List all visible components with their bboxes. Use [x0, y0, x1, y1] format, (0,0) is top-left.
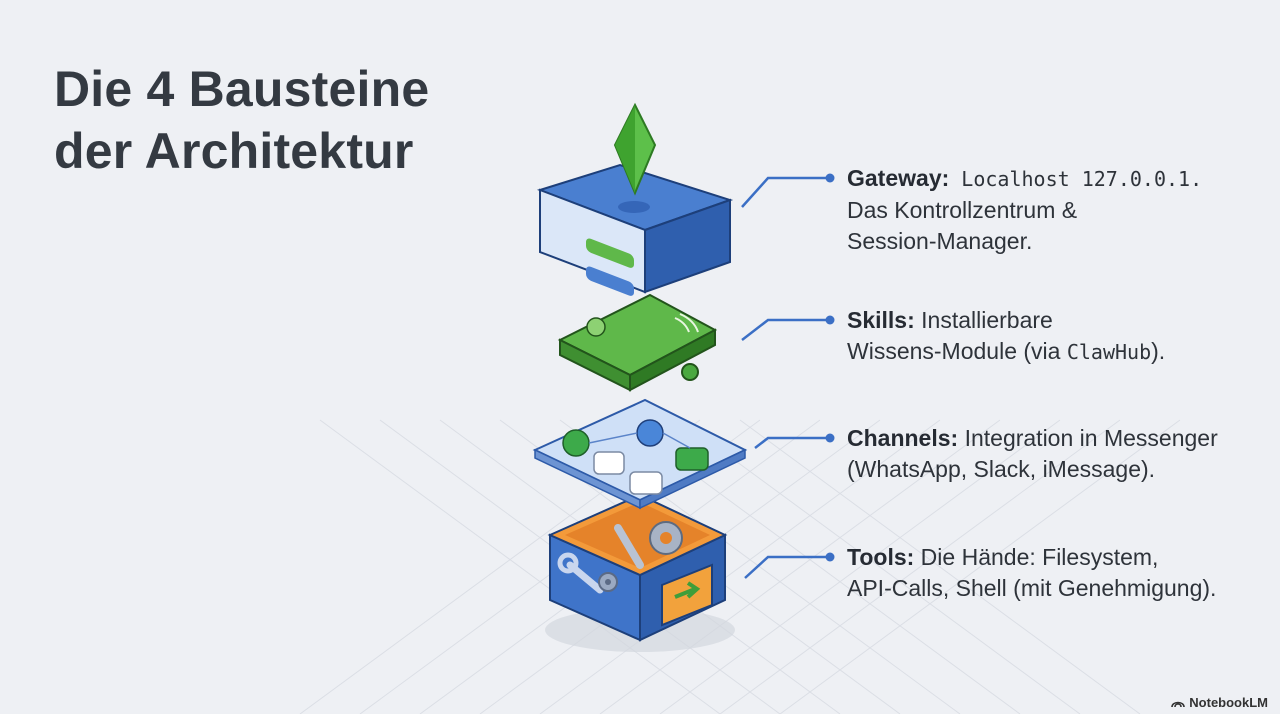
tools-desc-line-1: Die Hände: Filesystem,: [914, 544, 1159, 570]
title-line-2: der Architektur: [54, 123, 414, 179]
gateway-description: Gateway: Localhost 127.0.0.1. Das Kontro…: [847, 163, 1202, 257]
gateway-address: Localhost 127.0.0.1.: [949, 167, 1203, 191]
notebooklm-brand: NotebookLM: [1171, 695, 1268, 710]
page-title: Die 4 Bausteine der Architektur: [54, 58, 429, 182]
channels-label: Channels:: [847, 425, 959, 451]
messenger-window-icon: [532, 398, 748, 510]
gateway-label: Gateway:: [847, 165, 950, 191]
channels-desc-line-1: Integration in Messenger: [958, 425, 1218, 451]
skills-desc-line-2b: ).: [1151, 338, 1166, 364]
connector-channels: [754, 436, 829, 449]
brand-name: NotebookLM: [1189, 695, 1268, 710]
channels-description: Channels: Integration in Messenger (What…: [847, 423, 1218, 485]
title-line-1: Die 4 Bausteine: [54, 61, 430, 117]
toolbox-icon: [547, 493, 728, 642]
puzzle-icon: [557, 293, 718, 392]
skills-label: Skills:: [847, 307, 915, 333]
skills-desc-line-1: Installierbare: [914, 307, 1053, 333]
skills-clawhub: ClawHub: [1066, 340, 1152, 364]
channels-desc-line-2: (WhatsApp, Slack, iMessage).: [847, 456, 1156, 482]
connector-skills: [741, 318, 829, 341]
tools-label: Tools:: [847, 544, 915, 570]
gateway-desc-line-2: Das Kontrollzentrum &: [847, 197, 1078, 223]
connector-dot-gateway: [825, 173, 835, 183]
skills-description: Skills: Installierbare Wissens-Module (v…: [847, 305, 1165, 368]
notebooklm-logo-icon: [1171, 701, 1186, 707]
connector-tools: [744, 555, 829, 579]
connector-dot-channels: [825, 433, 835, 443]
connector-dot-skills: [825, 315, 835, 325]
connector-gateway: [741, 176, 829, 208]
gateway-desc-line-3: Session-Manager.: [847, 228, 1033, 254]
skills-desc-line-2a: Wissens-Module (via: [847, 338, 1067, 364]
tools-desc-line-2: API-Calls, Shell (mit Genehmigung).: [847, 575, 1217, 601]
connector-dot-tools: [825, 552, 835, 562]
server-icon: [536, 102, 734, 296]
tools-description: Tools: Die Hände: Filesystem, API-Calls,…: [847, 542, 1216, 604]
